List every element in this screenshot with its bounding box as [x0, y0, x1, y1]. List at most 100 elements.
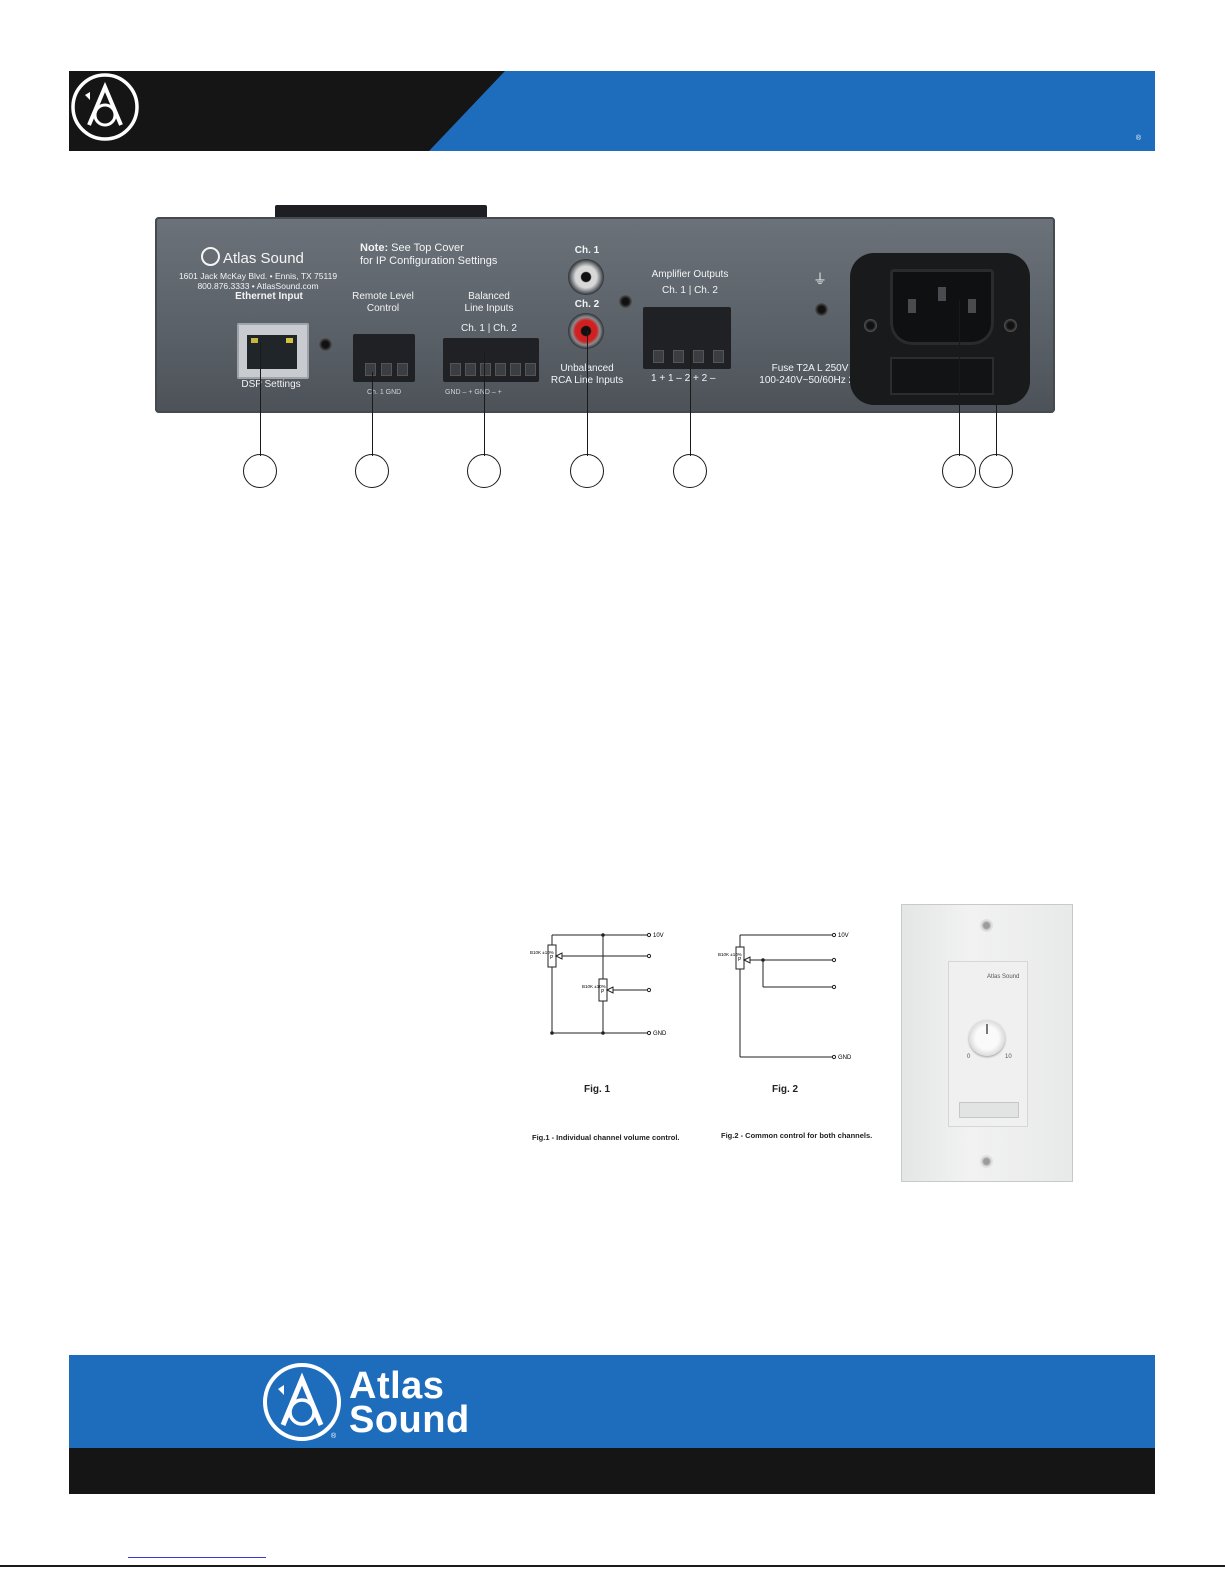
power-rating-label: 100-240V~50/60Hz 2A: [759, 375, 861, 386]
callout-circle: [355, 454, 389, 488]
callout-circle: [942, 454, 976, 488]
rca-ch2-label: Ch. 2: [574, 299, 600, 310]
fig2-ground: GND: [838, 1055, 852, 1061]
link-underline[interactable]: [128, 1557, 266, 1558]
amp-output-terminal[interactable]: [643, 307, 731, 369]
fig2-voltage: 10V: [838, 933, 849, 939]
rca-jack-ch2[interactable]: [568, 313, 604, 349]
remote-pins: Ch. 1 GND: [367, 389, 402, 396]
header-banner: ®: [69, 71, 1155, 151]
ground-screw-icon: [815, 303, 828, 316]
screw-icon: [619, 295, 632, 308]
pin-icon: [908, 299, 916, 313]
panel-brand: Atlas Sound: [201, 247, 304, 267]
terminal-slot: [713, 350, 724, 363]
rca-label-2: RCA Line Inputs: [550, 375, 624, 386]
remote-label-2: Control: [366, 303, 400, 314]
callout-line: [690, 350, 691, 456]
screw-icon: [1004, 319, 1017, 332]
amp-outputs-label: Amplifier Outputs: [651, 269, 729, 280]
fig1-caption: Fig.1 - Individual channel volume contro…: [532, 1133, 680, 1142]
callout-circle: [979, 454, 1013, 488]
remote-label-1: Remote Level: [352, 291, 414, 302]
callout-circle: [570, 454, 604, 488]
label-slot: [959, 1102, 1019, 1118]
power-socket: [890, 269, 994, 345]
volume-knob[interactable]: [969, 1020, 1005, 1056]
terminal-slot: [381, 363, 392, 376]
atlas-logo-icon: [263, 1363, 341, 1441]
terminal-slot: [673, 350, 684, 363]
fig1-voltage: 10V: [653, 933, 664, 939]
dsp-settings-label: DSP Settings: [241, 379, 301, 390]
panel-logo-icon: [201, 247, 220, 266]
balanced-label-2: Line Inputs: [464, 303, 514, 314]
terminal-slot: [495, 363, 506, 376]
screw-icon: [319, 338, 332, 351]
screw-hole-icon: [980, 919, 993, 932]
pin-icon: [938, 287, 946, 301]
balanced-pins: GND – + GND – +: [445, 389, 502, 396]
wiring-figures: P P 10V GND B10K ±10% B10K ±10% Fig. 1 F…: [528, 925, 898, 1165]
fig2-schematic: P 10V GND B10K ±10%: [718, 932, 852, 1061]
amp-pins: 1 + 1 – 2 + 2 –: [651, 373, 716, 384]
footer-brand-line1: Atlas: [349, 1365, 445, 1407]
callout-line: [587, 330, 588, 456]
footer-bar: [69, 1448, 1155, 1494]
fig1-pot-mark-2: P: [601, 989, 605, 995]
fig1-pot-mark-1: P: [550, 955, 554, 961]
terminal-slot: [510, 363, 521, 376]
iec-power-inlet[interactable]: [850, 253, 1030, 405]
footer-brand-line2: Sound: [349, 1399, 470, 1441]
panel-note: Note: See Top Cover: [360, 242, 464, 254]
led-icon: [251, 338, 258, 343]
rca-ch1-label: Ch. 1: [574, 245, 600, 256]
screw-hole-icon: [980, 1155, 993, 1168]
fig1-ground: GND: [653, 1031, 667, 1037]
pin-icon: [968, 299, 976, 313]
balanced-channels: Ch. 1 | Ch. 2: [461, 323, 517, 334]
terminal-slot: [653, 350, 664, 363]
terminal-slot: [365, 363, 376, 376]
terminal-slot: [480, 363, 491, 376]
header-banner-shape: [69, 71, 1155, 151]
callout-line: [260, 342, 261, 456]
fig1-title: Fig. 1: [584, 1084, 611, 1095]
amp-channels: Ch. 1 | Ch. 2: [662, 285, 718, 296]
terminal-slot: [465, 363, 476, 376]
callout-line: [372, 372, 373, 456]
registered-mark: ®: [331, 1433, 337, 1440]
panel-note-bold: Note:: [360, 242, 389, 254]
fig1-schematic: P P 10V GND B10K ±10% B10K ±10%: [530, 932, 667, 1037]
screw-icon: [864, 319, 877, 332]
remote-level-terminal[interactable]: [353, 334, 415, 382]
fig1-pot2-label: B10K ±10%: [582, 984, 606, 989]
ground-icon: ⏚: [813, 271, 827, 287]
fig2-caption: Fig.2 - Common control for both channels…: [721, 1131, 873, 1140]
callout-line: [959, 300, 960, 456]
fuse-label: Fuse T2A L 250V: [771, 363, 849, 374]
wall-plate-brand: Atlas Sound: [987, 974, 1020, 980]
fig1-pot1-label: B10K ±10%: [530, 950, 554, 955]
wall-plate-module: Atlas Sound 0 10: [948, 961, 1028, 1127]
balanced-input-terminal[interactable]: [443, 338, 539, 382]
panel-brand-text: Atlas Sound: [223, 250, 304, 267]
knob-min-mark: 0: [967, 1054, 971, 1060]
led-icon: [286, 338, 293, 343]
callout-line: [484, 352, 485, 456]
callout-circle: [673, 454, 707, 488]
ethernet-port[interactable]: [237, 323, 309, 379]
wall-plate-volume-control: Atlas Sound 0 10: [901, 904, 1073, 1182]
balanced-label-1: Balanced: [468, 291, 510, 302]
fig2-pot-label: B10K ±10%: [718, 952, 742, 957]
fuse-drawer[interactable]: [890, 357, 994, 395]
terminal-slot: [450, 363, 461, 376]
knob-indicator: [986, 1024, 988, 1034]
rear-panel: Atlas Sound 1601 Jack McKay Blvd. • Enni…: [155, 217, 1055, 413]
panel-note-rest: See Top Cover: [388, 242, 464, 254]
callout-circle: [243, 454, 277, 488]
rca-jack-ch1[interactable]: [568, 259, 604, 295]
ethernet-label: Ethernet Input: [235, 291, 303, 302]
terminal-slot: [525, 363, 536, 376]
fig2-pot-mark: P: [738, 957, 742, 963]
